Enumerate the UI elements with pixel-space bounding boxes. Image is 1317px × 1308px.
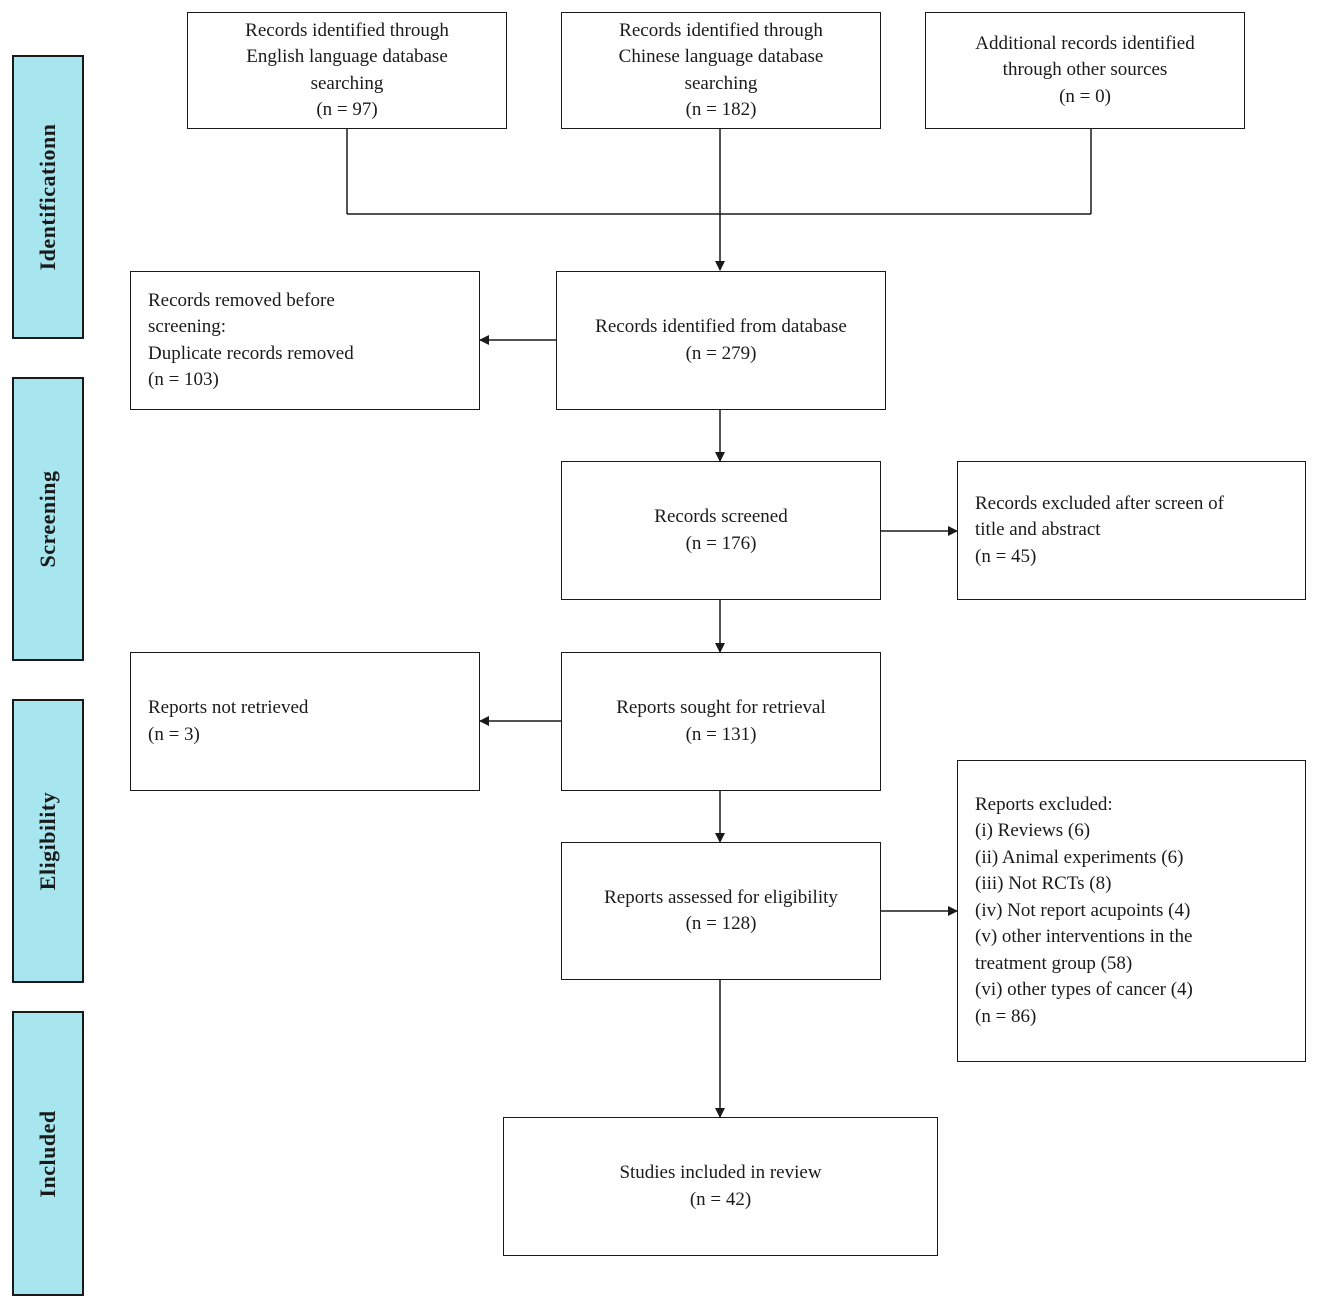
box-reports-assessed: Reports assessed for eligibility (n = 12…	[561, 842, 881, 980]
box-line: Records identified from database	[595, 316, 847, 337]
phase-included: Included	[12, 1011, 84, 1296]
box-line: English language database	[246, 46, 448, 67]
box-line: Reports assessed for eligibility	[604, 886, 838, 908]
box-line: Records identified through	[619, 19, 823, 41]
box-line: Records excluded after screen of	[975, 492, 1224, 514]
box-line: (n = 279)	[685, 342, 757, 364]
box-line: treatment group (58)	[975, 952, 1133, 974]
box-studies-included: Studies included in review (n = 42)	[503, 1117, 938, 1256]
box-reports-not-retrieved: Reports not retrieved (n = 3)	[130, 652, 480, 791]
box-line: (vi) other types of cancer (4)	[975, 979, 1193, 1001]
box-line: (v) other interventions in the	[975, 926, 1193, 948]
box-records-screened: Records screened (n = 176)	[561, 461, 881, 600]
box-line: Records identified through	[245, 19, 449, 41]
box-line: Reports excluded:	[975, 793, 1113, 815]
box-reports-sought: Reports sought for retrieval (n = 131)	[561, 652, 881, 791]
phase-eligibility: Eligibility	[12, 699, 84, 983]
box-line: (n = 103)	[148, 369, 219, 390]
box-records-excluded: Records excluded after screen of title a…	[957, 461, 1306, 600]
box-line: title and abstract	[975, 519, 1101, 541]
box-line: Duplicate records removed	[148, 342, 354, 364]
box-line: (n = 3)	[148, 723, 200, 745]
box-records-identified: Records identified from database (n = 27…	[556, 271, 886, 410]
box-line: searching	[310, 72, 384, 94]
phase-screening: Screening	[12, 377, 84, 661]
box-line: (i) Reviews (6)	[975, 820, 1091, 842]
box-line: Studies included in review	[619, 1162, 822, 1183]
box-line: (n = 176)	[685, 532, 757, 554]
phase-identification-label: Identificationn	[35, 123, 60, 271]
box-records-removed: Records removed before screening: Duplic…	[130, 271, 480, 410]
phase-eligibility-label: Eligibility	[35, 791, 60, 891]
box-line: (n = 0)	[1059, 85, 1111, 107]
box-line: through other sources	[1002, 59, 1168, 81]
box-line: (n = 128)	[685, 913, 757, 934]
box-english-database: Records identified through English langu…	[187, 12, 507, 129]
phase-identification: Identificationn	[12, 55, 84, 339]
box-line: (n = 42)	[689, 1188, 752, 1210]
box-reports-excluded: Reports excluded: (i) Reviews (6) (ii) A…	[957, 760, 1306, 1062]
box-line: screening:	[148, 316, 227, 337]
box-line: Reports sought for retrieval	[616, 697, 826, 718]
box-line: Chinese language database	[618, 46, 824, 67]
box-line: (n = 97)	[316, 99, 378, 120]
box-line: (n = 45)	[975, 545, 1037, 567]
box-line: (iii) Not RCTs (8)	[975, 873, 1112, 895]
box-line: (n = 131)	[685, 723, 757, 745]
box-line: Records removed before	[148, 289, 335, 311]
phase-screening-label: Screening	[35, 470, 60, 568]
phase-included-label: Included	[35, 1109, 60, 1198]
box-line: searching	[684, 72, 758, 94]
box-line: Records screened	[654, 506, 788, 527]
box-line: Reports not retrieved	[148, 697, 309, 718]
box-line: (n = 182)	[685, 99, 757, 120]
box-line: (ii) Animal experiments (6)	[975, 846, 1184, 868]
box-line: (n = 86)	[975, 1005, 1037, 1027]
box-chinese-database: Records identified through Chinese langu…	[561, 12, 881, 129]
box-line: (iv) Not report acupoints (4)	[975, 899, 1191, 921]
box-other-sources: Additional records identified through ot…	[925, 12, 1245, 129]
box-line: Additional records identified	[975, 32, 1195, 54]
